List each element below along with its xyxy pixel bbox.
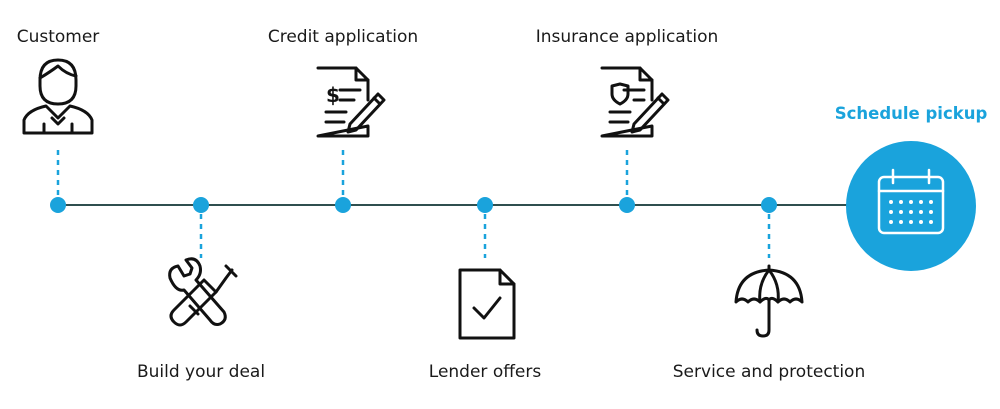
step-label-customer: Customer — [16, 27, 100, 47]
customer-icon — [22, 58, 94, 135]
final-step-circle — [846, 141, 976, 271]
timeline-dot-credit-application — [335, 197, 351, 213]
step-label-lender-offers: Lender offers — [428, 362, 542, 382]
timeline-dot-service-and-protection — [761, 197, 777, 213]
connectors — [56, 150, 771, 258]
calendar-icon — [877, 168, 945, 235]
timeline-dot-insurance-application — [619, 197, 635, 213]
timeline-dot-lender-offers — [477, 197, 493, 213]
calendar-day-dots — [889, 200, 933, 224]
timeline-dot-customer — [50, 197, 66, 213]
step-label-build-your-deal: Build your deal — [136, 362, 266, 382]
final-step-label: Schedule pickup — [834, 104, 988, 123]
insurance-document-icon — [600, 66, 670, 138]
timeline-dot-build-your-deal — [193, 197, 209, 213]
step-label-credit-application: Credit application — [267, 27, 419, 47]
checkmark-document-icon — [458, 268, 516, 340]
umbrella-icon — [734, 264, 804, 338]
step-label-service-and-protection: Service and protection — [672, 362, 866, 382]
tools-icon — [168, 257, 238, 327]
step-label-insurance-application: Insurance application — [535, 27, 719, 47]
credit-document-icon: $ — [316, 66, 386, 138]
svg-text:$: $ — [326, 83, 340, 107]
